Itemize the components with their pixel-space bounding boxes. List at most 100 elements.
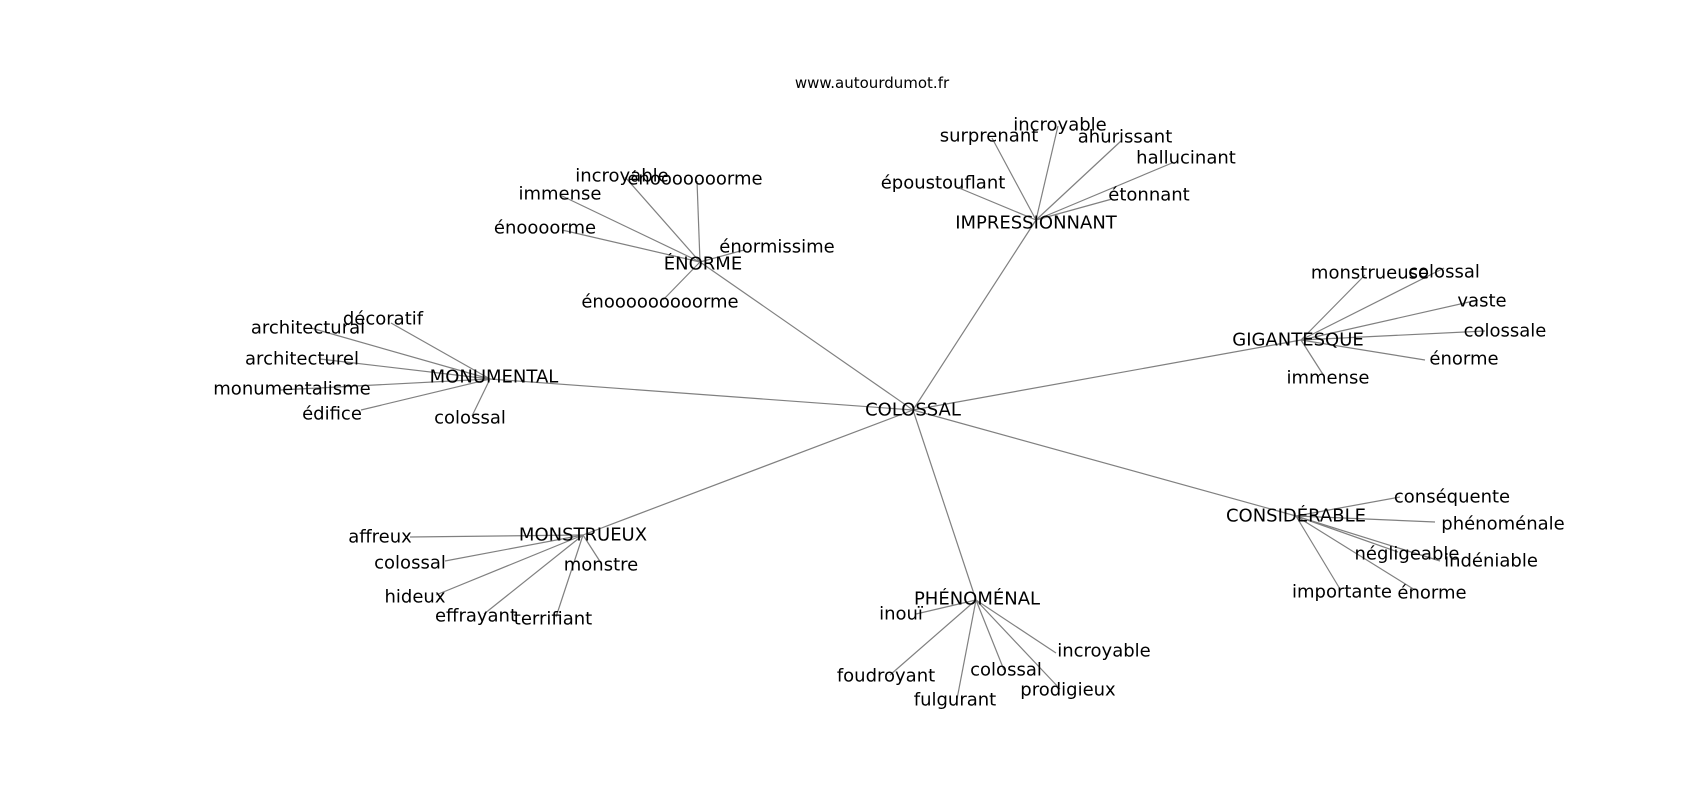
leaf-node-phenomenal-5: fulgurant <box>914 690 996 711</box>
edge-monumental-leaf-4 <box>360 378 491 411</box>
edge-impressionnant-leaf-1 <box>1035 125 1059 221</box>
leaf-node-monumental-2: architecturel <box>245 349 359 370</box>
leaf-node-monumental-5: colossal <box>434 408 506 429</box>
edge-monstrueux-leaf-4 <box>483 534 584 615</box>
edge-enorme-leaf-5 <box>662 261 701 301</box>
leaf-node-phenomenal-0: inouï <box>879 604 924 625</box>
edge-enorme-leaf-2 <box>559 194 701 263</box>
edge-considerable-leaf-2 <box>1295 515 1399 553</box>
leaf-node-monumental-3: monumentalisme <box>213 379 370 400</box>
leaf-node-gigantesque-2: vaste <box>1457 291 1506 312</box>
branch-node-phenomenal: PHÉNOMÉNAL <box>914 588 1040 610</box>
edge-impressionnant-leaf-4 <box>958 187 1037 221</box>
edge-impressionnant-leaf-3 <box>1035 162 1173 221</box>
edge-considerable-leaf-4 <box>1295 515 1341 590</box>
leaf-node-considerable-1: phénoménale <box>1441 514 1564 535</box>
edge-monumental-leaf-5 <box>471 378 491 417</box>
edge-phenomenal-leaf-1 <box>975 599 1057 654</box>
leaf-node-impressionnant-4: époustouflant <box>881 173 1006 194</box>
leaf-node-considerable-4: importante <box>1292 582 1392 603</box>
edge-phenomenal-leaf-0 <box>915 599 977 615</box>
root-node-label: COLOSSAL <box>865 400 961 421</box>
branch-node-monstrueux: MONSTRUEUX <box>519 525 647 546</box>
leaf-node-monumental-0: décoratif <box>343 309 424 330</box>
branch-node-considerable: CONSIDÉRABLE <box>1226 505 1366 527</box>
edge-root-enorme <box>699 261 914 411</box>
leaf-node-phenomenal-1: incroyable <box>1057 641 1151 662</box>
leaf-node-gigantesque-4: énorme <box>1429 349 1498 370</box>
leaf-node-impressionnant-3: hallucinant <box>1136 148 1236 169</box>
edge-monstrueux-leaf-0 <box>409 534 584 538</box>
edge-monstrueux-leaf-5 <box>555 534 584 618</box>
leaf-node-monumental-4: édifice <box>302 404 362 425</box>
leaf-node-considerable-0: conséquente <box>1394 487 1510 508</box>
edge-phenomenal-leaf-5 <box>956 599 977 700</box>
leaf-node-monstrueux-2: monstre <box>564 555 638 576</box>
edge-gigantesque-leaf-5 <box>1300 339 1325 377</box>
leaf-node-enorme-5: énooooooooorme <box>581 292 738 313</box>
edge-considerable-leaf-3 <box>1295 515 1441 562</box>
graph-edges <box>279 125 1486 700</box>
leaf-node-gigantesque-1: colossal <box>1408 262 1480 283</box>
leaf-node-monstrueux-1: colossal <box>374 553 446 574</box>
edge-root-monstrueux <box>582 409 914 536</box>
leaf-node-gigantesque-0: monstrueuse <box>1311 263 1429 284</box>
branch-node-enorme: ÉNORME <box>664 253 742 275</box>
leaf-node-monstrueux-3: hideux <box>385 587 446 608</box>
edge-root-impressionnant <box>912 219 1037 411</box>
branch-node-gigantesque: GIGANTESQUE <box>1232 330 1364 351</box>
edge-root-considerable <box>912 409 1297 517</box>
edge-gigantesque-leaf-4 <box>1300 339 1426 361</box>
leaf-node-enorme-1: énooooooorme <box>627 169 762 190</box>
branch-node-monumental: MONUMENTAL <box>430 367 559 388</box>
edge-enorme-leaf-3 <box>561 229 701 263</box>
edge-monumental-leaf-1 <box>310 327 491 380</box>
edge-impressionnant-leaf-2 <box>1035 140 1122 221</box>
leaf-node-enorme-0: incroyable <box>575 166 669 187</box>
edge-gigantesque-leaf-1 <box>1300 267 1445 341</box>
source-url: www.autourdumot.fr <box>795 74 950 92</box>
edge-impressionnant-leaf-0 <box>991 137 1037 221</box>
edge-gigantesque-leaf-3 <box>1300 330 1486 341</box>
edge-root-gigantesque <box>912 339 1302 411</box>
leaf-node-monstrueux-4: effrayant <box>435 606 517 627</box>
edge-phenomenal-leaf-3 <box>975 599 1005 671</box>
leaf-node-considerable-5: énorme <box>1397 583 1466 604</box>
leaf-node-impressionnant-5: étonnant <box>1108 185 1189 206</box>
edge-monstrueux-leaf-3 <box>435 534 584 596</box>
edge-considerable-leaf-5 <box>1295 515 1416 591</box>
edge-enorme-leaf-1 <box>696 180 701 263</box>
leaf-node-enorme-2: immense <box>518 184 601 205</box>
edge-considerable-leaf-1 <box>1295 515 1436 523</box>
edge-gigantesque-leaf-2 <box>1300 299 1479 341</box>
leaf-node-impressionnant-0: surprenant <box>940 126 1039 147</box>
edge-enorme-leaf-0 <box>624 176 701 263</box>
leaf-node-considerable-3: indéniable <box>1444 551 1538 572</box>
edge-enorme-leaf-4 <box>699 249 745 263</box>
branch-node-impressionnant: IMPRESSIONNANT <box>955 213 1118 234</box>
edge-root-phenomenal <box>912 409 977 601</box>
graph-labels: COLOSSALIMPRESSIONNANTsurprenantincroyab… <box>213 115 1564 711</box>
leaf-node-phenomenal-4: prodigieux <box>1020 680 1116 701</box>
edge-phenomenal-leaf-2 <box>889 599 977 676</box>
leaf-node-monumental-1: architectural <box>251 318 365 339</box>
leaf-node-phenomenal-2: foudroyant <box>837 666 935 687</box>
edge-monumental-leaf-3 <box>279 378 491 391</box>
edge-root-monumental <box>489 378 914 411</box>
edge-monstrueux-leaf-2 <box>582 534 602 564</box>
edge-monumental-leaf-2 <box>319 358 491 380</box>
edge-monumental-leaf-0 <box>390 322 491 380</box>
edge-phenomenal-leaf-4 <box>975 599 1061 690</box>
leaf-node-gigantesque-3: colossale <box>1464 321 1547 342</box>
leaf-node-enorme-4: énormissime <box>719 237 834 258</box>
leaf-node-gigantesque-5: immense <box>1286 368 1369 389</box>
leaf-node-monstrueux-5: terrifiant <box>514 609 592 630</box>
leaf-node-monstrueux-0: affreux <box>348 527 412 548</box>
leaf-node-enorme-3: énoooorme <box>494 218 596 239</box>
edge-considerable-leaf-0 <box>1295 496 1401 517</box>
leaf-node-impressionnant-2: ahurissant <box>1078 127 1173 148</box>
leaf-node-impressionnant-1: incroyable <box>1013 115 1107 136</box>
leaf-node-considerable-2: négligeable <box>1355 544 1460 565</box>
edge-monstrueux-leaf-1 <box>444 534 584 562</box>
